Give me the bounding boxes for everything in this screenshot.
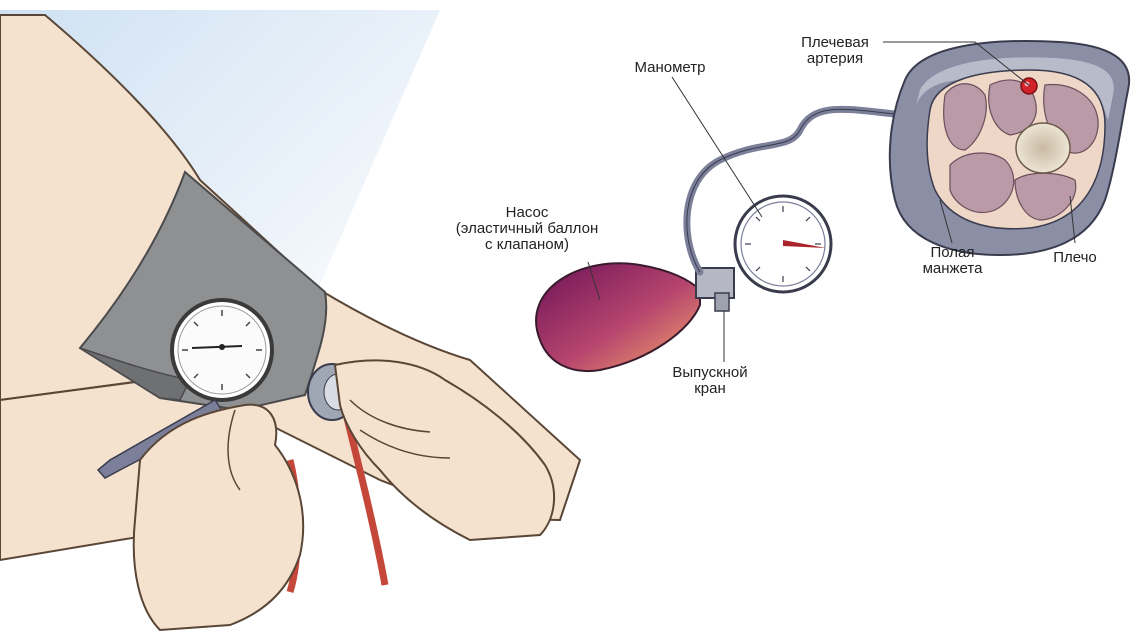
label-valve: Выпускной кран — [660, 365, 760, 397]
gauge-on-cuff — [172, 300, 272, 400]
label-cuff: Полая манжета — [905, 245, 1000, 277]
cross-section — [890, 41, 1129, 255]
hand-left — [134, 405, 303, 630]
pump-bulb — [536, 263, 700, 371]
bone — [1016, 123, 1070, 173]
label-artery: Плечевая артерия — [780, 35, 890, 67]
label-pump: Насос (эластичный баллон с клапаном) — [432, 205, 622, 253]
label-arm: Плечо — [1040, 250, 1110, 266]
release-valve — [715, 293, 729, 311]
label-manometer: Манометр — [615, 60, 725, 76]
manometer-gauge — [735, 196, 831, 292]
